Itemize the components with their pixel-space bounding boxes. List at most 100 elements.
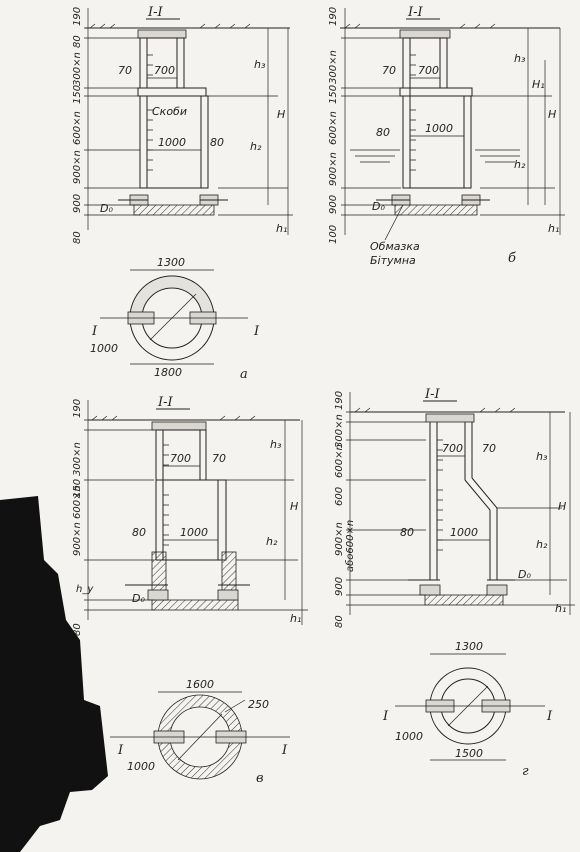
manhole-cover xyxy=(137,29,187,39)
svg-text:h₂: h₂ xyxy=(266,535,278,548)
svg-text:D₀: D₀ xyxy=(372,200,385,213)
svg-text:H: H xyxy=(558,500,566,513)
svg-text:80: 80 xyxy=(210,136,224,149)
plan-view-c: 1600 250 1000 I I в xyxy=(110,678,290,786)
ground-hatch xyxy=(89,23,251,29)
svg-text:80: 80 xyxy=(72,35,83,48)
svg-text:1000: 1000 xyxy=(180,526,208,539)
svg-text:h₃: h₃ xyxy=(270,438,282,451)
groundwater xyxy=(350,149,520,163)
svg-text:г: г xyxy=(522,764,529,779)
svg-text:Бітумна: Бітумна xyxy=(370,254,416,267)
svg-text:900: 900 xyxy=(328,195,339,214)
svg-text:D₀: D₀ xyxy=(100,202,113,215)
svg-text:1000: 1000 xyxy=(90,342,118,355)
svg-text:80: 80 xyxy=(400,526,414,539)
svg-text:1000: 1000 xyxy=(158,136,186,149)
svg-text:I: I xyxy=(91,324,98,339)
svg-text:1000: 1000 xyxy=(450,526,478,539)
svg-text:300×n: 300×n xyxy=(328,50,339,84)
svg-text:або600×n: або600×n xyxy=(344,520,356,572)
svg-text:190: 190 xyxy=(334,391,345,410)
svg-text:h₃: h₃ xyxy=(536,450,548,463)
svg-text:900: 900 xyxy=(72,194,83,213)
panel-d: I-I 190 300×n 600×n 600 900×n або600×n 9… xyxy=(334,387,575,779)
svg-text:600: 600 xyxy=(334,487,345,506)
svg-text:80: 80 xyxy=(376,126,390,139)
svg-text:Скоби: Скоби xyxy=(152,105,187,118)
svg-text:900×n: 900×n xyxy=(334,522,345,556)
svg-text:h₃: h₃ xyxy=(514,52,526,65)
chamber xyxy=(139,95,209,189)
svg-text:h_y: h_y xyxy=(76,584,94,595)
svg-text:h₂: h₂ xyxy=(250,140,262,153)
svg-text:H: H xyxy=(277,108,285,121)
svg-text:300×n: 300×n xyxy=(72,442,83,476)
svg-text:1300: 1300 xyxy=(157,256,185,269)
svg-text:I-I: I-I xyxy=(424,387,441,402)
panel-c: I-I 190 300×n 150 900×n 600×n h_y 80 700… xyxy=(72,395,308,786)
svg-text:150: 150 xyxy=(72,479,83,498)
svg-text:H: H xyxy=(290,500,298,513)
svg-text:1600: 1600 xyxy=(186,678,214,691)
svg-text:600×n: 600×n xyxy=(72,111,83,145)
plan-view-a: 1300 1000 1800 I I а xyxy=(90,256,260,382)
svg-text:70: 70 xyxy=(382,64,396,77)
svg-text:80: 80 xyxy=(132,526,146,539)
svg-text:190: 190 xyxy=(72,399,83,418)
svg-text:1800: 1800 xyxy=(154,366,182,379)
svg-text:h₁: h₁ xyxy=(555,602,566,615)
panel-b: I-I 190 300×n 150 600×n 900×n 900 100 70… xyxy=(328,5,565,267)
svg-text:900: 900 xyxy=(334,577,345,596)
svg-text:I: I xyxy=(281,743,288,758)
svg-text:190: 190 xyxy=(328,7,339,26)
svg-text:300×n: 300×n xyxy=(72,52,83,86)
panel-a: I-I 190 80 300×n 150 600×n 900×n 900 80 xyxy=(72,5,293,382)
svg-text:H₁: H₁ xyxy=(532,78,545,91)
svg-text:600×n: 600×n xyxy=(328,111,339,145)
plan-view-d: 1300 1000 1500 I I г xyxy=(382,640,553,779)
svg-text:а: а xyxy=(240,367,248,382)
svg-text:80: 80 xyxy=(72,231,83,244)
svg-text:1000: 1000 xyxy=(425,122,453,135)
cover-slab xyxy=(137,87,207,97)
svg-text:150: 150 xyxy=(72,85,83,104)
svg-text:h₂: h₂ xyxy=(536,538,548,551)
note-coating: Обмазка xyxy=(370,240,420,253)
svg-text:900×n: 900×n xyxy=(328,152,339,186)
svg-text:250: 250 xyxy=(248,698,269,711)
svg-text:I: I xyxy=(546,709,553,724)
svg-text:70: 70 xyxy=(212,452,226,465)
svg-text:H: H xyxy=(548,108,556,121)
svg-text:1500: 1500 xyxy=(455,747,483,760)
svg-text:70: 70 xyxy=(118,64,132,77)
svg-text:1000: 1000 xyxy=(395,730,423,743)
svg-text:б: б xyxy=(508,251,516,266)
svg-text:150: 150 xyxy=(328,85,339,104)
svg-text:80: 80 xyxy=(72,623,83,636)
svg-text:D₀: D₀ xyxy=(518,568,531,581)
svg-text:h₁: h₁ xyxy=(276,222,287,235)
svg-text:190: 190 xyxy=(72,7,83,26)
svg-text:600×n: 600×n xyxy=(334,444,345,478)
svg-text:I: I xyxy=(382,709,389,724)
svg-text:I: I xyxy=(253,324,260,339)
svg-text:700: 700 xyxy=(154,64,175,77)
svg-text:h₂: h₂ xyxy=(514,158,526,171)
svg-text:D₀: D₀ xyxy=(132,592,145,605)
svg-text:в: в xyxy=(256,771,264,786)
svg-text:80: 80 xyxy=(334,615,345,628)
svg-text:h₁: h₁ xyxy=(548,222,559,235)
scan-artifact xyxy=(0,496,108,852)
svg-text:900×n: 900×n xyxy=(72,150,83,184)
svg-text:700: 700 xyxy=(418,64,439,77)
svg-text:70: 70 xyxy=(482,442,496,455)
svg-text:900×n 600×n: 900×n 600×n xyxy=(72,485,83,556)
svg-text:h₃: h₃ xyxy=(254,58,266,71)
base-slab xyxy=(133,204,215,216)
svg-text:I: I xyxy=(117,743,124,758)
svg-text:1300: 1300 xyxy=(455,640,483,653)
svg-text:300×n: 300×n xyxy=(334,414,345,448)
svg-text:100: 100 xyxy=(328,225,339,244)
